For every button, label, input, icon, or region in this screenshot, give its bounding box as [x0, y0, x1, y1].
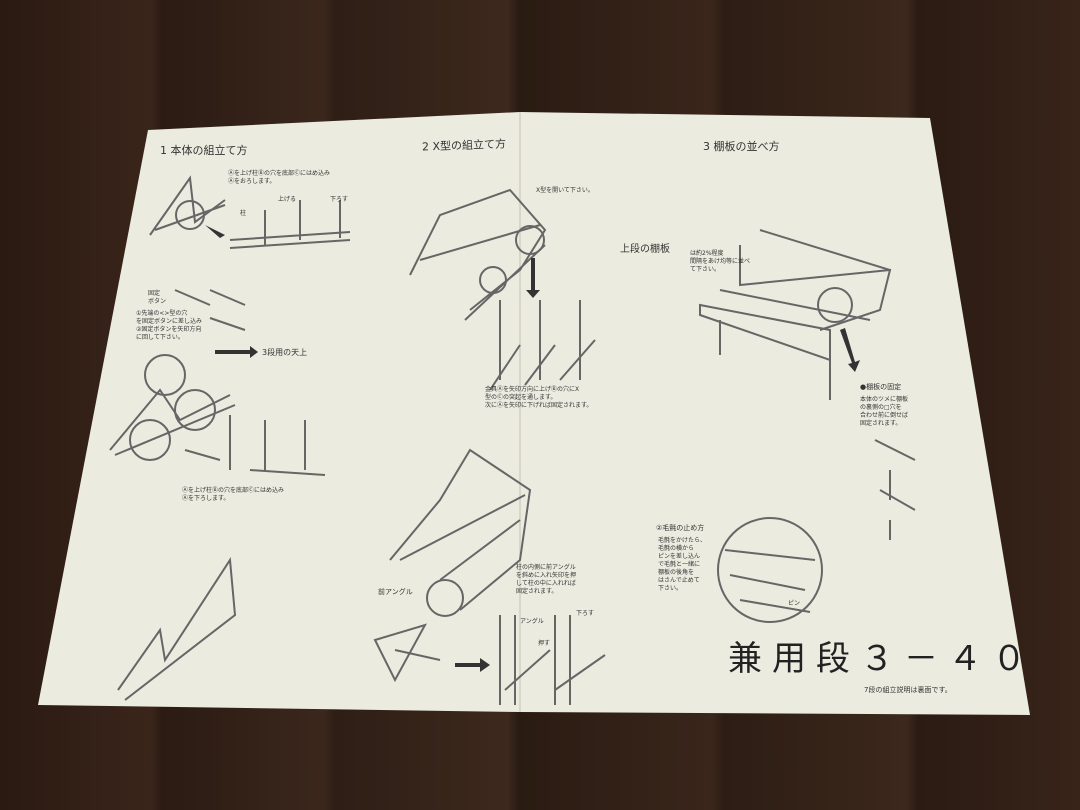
top-shelf-label: 上段の棚板 [620, 244, 670, 255]
diagram-shelves [699, 229, 892, 400]
detail-circle-carpet [717, 517, 823, 623]
detail-circle-4 [129, 419, 171, 461]
detail-circle-5 [515, 225, 545, 255]
label-push: 押す [538, 640, 551, 647]
diagram-carpet [724, 549, 816, 613]
carpet-note: 毛氈をかけたら、 毛氈の横から ピンを差し込ん で毛氈と一緒に 棚板の後角を は… [658, 537, 707, 592]
detail-circle-7 [426, 579, 464, 617]
carpet-title: ②毛氈の止め方 [656, 524, 705, 532]
section1-note-bottom: Ⓐを上げ柱Ⓑの穴を底部Ⓒにはめ込み Ⓐを下ろします。 [182, 487, 285, 502]
arrow-icon [215, 346, 258, 358]
shelf-fix-title: ●棚板の固定 [860, 383, 902, 391]
paper [38, 112, 1030, 715]
label-lower: 下ろす [330, 196, 349, 203]
section2-note-fitting: 金具Ⓐを矢印方向に上げⒷの穴にX 型のⒸの突起を通します。 次にⒶを矢印に下げれ… [485, 386, 593, 409]
section1-note-steps: ①先端の<>型の穴 を固定ボタンに差し込み ②固定ボタンを矢印方向 に回して下さ… [136, 310, 203, 341]
top-shelf-note: は約2%程度 間隔をあけ均等に並べ て下さい。 [690, 250, 751, 273]
arrow-icon [205, 225, 225, 238]
detail-circle-2 [144, 354, 186, 396]
label-lower-2: 下ろす [576, 610, 595, 617]
diagram-stand [389, 448, 532, 611]
diagram-frame-3 [117, 557, 237, 701]
diagram-lines [109, 175, 916, 705]
label-pin: ピン [788, 600, 801, 607]
section2-title: 2 X型の組立て方 [421, 137, 507, 154]
section2-note-open: X型を開いて下さい。 [536, 187, 594, 194]
arrow-icon [455, 658, 490, 672]
detail-circle-6 [479, 266, 507, 294]
section2-note-angle: 柱の内側に前アングル を斜めに入れ矢印を押 して柱の中に入れれば 固定されます。 [516, 564, 577, 595]
section1-note-button: 固定 ボタン [148, 290, 167, 305]
arrows [205, 225, 860, 672]
diagram-angle [373, 623, 441, 683]
diagram-clips [184, 415, 326, 476]
detail-circle-1 [175, 200, 205, 230]
label-front-angle: 前アングル [378, 588, 413, 596]
arrow-icon [526, 258, 540, 298]
section1-title: 1 本体の組立て方 [160, 144, 248, 157]
label-angle: アングル [520, 618, 544, 625]
diagram-pillars [499, 615, 606, 705]
footer-note: 7段の組立説明は裏面です。 [864, 686, 952, 694]
product-name: 兼用段３－４０ [728, 639, 1036, 679]
diagram-rails-1 [229, 200, 351, 249]
detail-circle-3 [174, 389, 216, 431]
arrow-icon [840, 328, 860, 372]
section1-note-top: Ⓐを上げ柱Ⓑの穴を底部Ⓒにはめ込み Ⓐをおろします。 [228, 170, 331, 185]
section1-note-top3: 3段用の天上 [262, 348, 308, 357]
diagram-frame-1 [149, 175, 226, 236]
diagram-shelf-clip [874, 439, 916, 540]
shelf-fix-note: 本体のツメに棚板 の裏側の□穴を 合わせ前に倒せば 固定されます。 [860, 396, 909, 427]
label-pillar: 柱 [240, 210, 247, 217]
label-raise: 上げる [278, 196, 297, 203]
diagram-fittings [489, 300, 596, 391]
diagram-buttons [174, 289, 246, 331]
detail-circle-8 [817, 287, 853, 323]
section3-title: 3 棚板の並べ方 [703, 140, 780, 153]
